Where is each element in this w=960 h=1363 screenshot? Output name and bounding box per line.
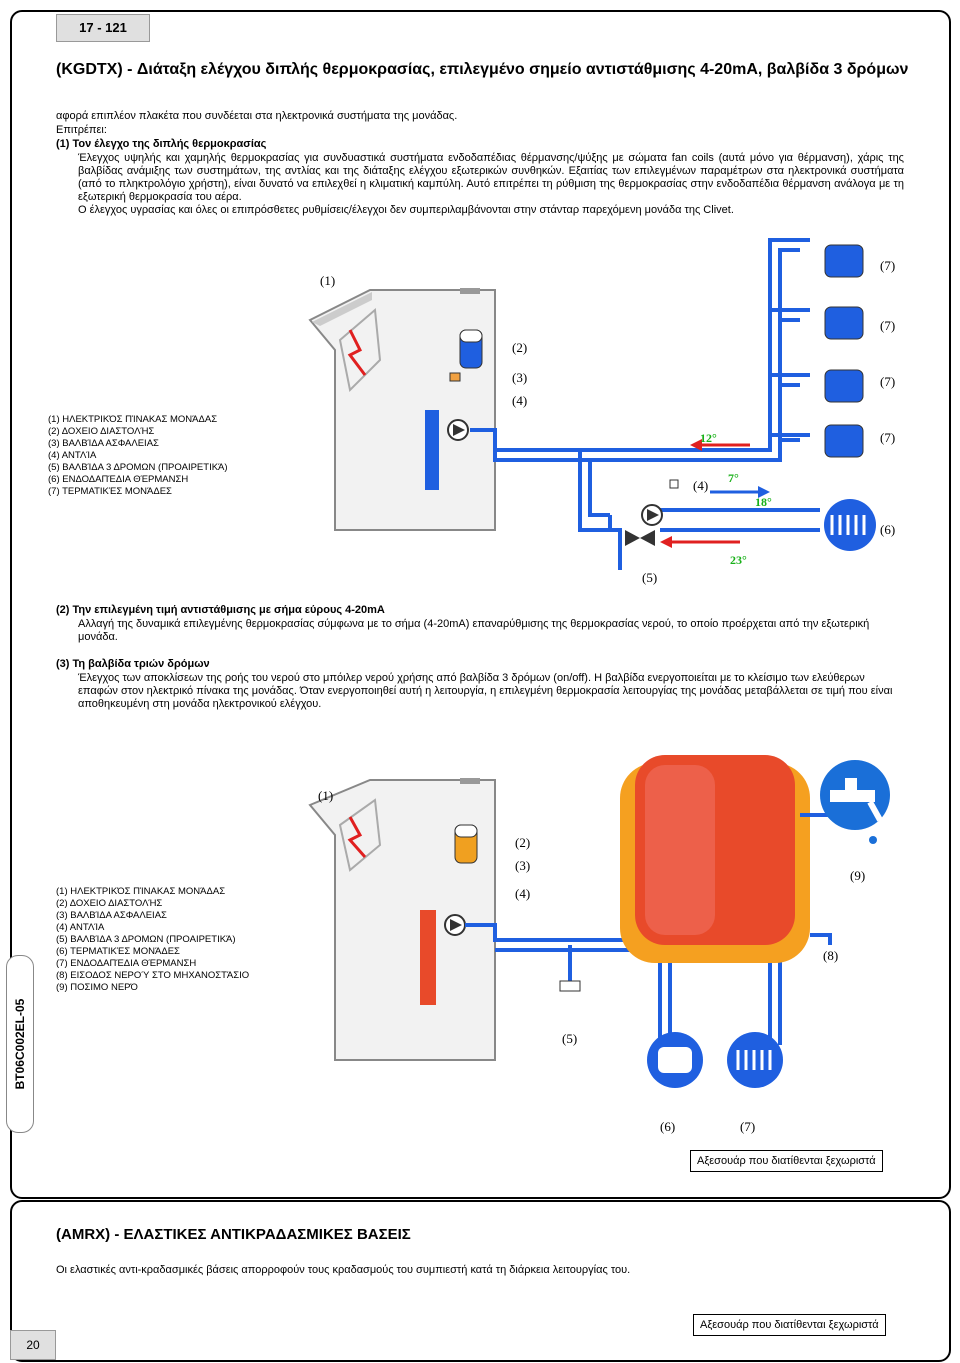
unit-housing [308,288,496,531]
legend-item: (7) ΕΝΔΟΔΑΠΈΔΙΑ ΘΈΡΜΑΝΣΗ [56,958,197,969]
legend-item: (6) ΤΕΡΜΑΤΙΚΈΣ ΜΟΝΆΔΕΣ [56,946,180,957]
subsection-1-title: (1) Τον έλεγχο της διπλής θερμοκρασίας [56,138,267,150]
callout-6: (6) [880,522,895,537]
amrx-frame [10,1200,951,1362]
electrical-panel-icon [338,307,382,393]
callout-4: (4) [693,478,708,493]
section-number: 17 - 121 [56,14,150,42]
expansion-tank-icon [454,824,478,864]
legend-item: (7) ΤΕΡΜΑΤΙΚΈΣ ΜΟΝΆΔΕΣ [48,486,172,497]
callout-3: (3) [515,858,530,873]
diagram2-legend: (1) ΗΛΕΚΤΡΙΚΌΣ ΠΊΝΑΚΑΣ ΜΟΝΆΔΑΣ (2) ΔΟΧΕΙ… [56,886,249,994]
electrical-panel-icon [338,798,382,872]
unit-housing [308,778,496,1061]
page-frame [10,10,951,1199]
subsection-3-text: Έλεγχος των αποκλίσεων της ροής του νερο… [78,672,893,710]
callout-6: (6) [660,1119,675,1134]
inertia-tank-icon [425,410,439,490]
kgdtx-title: (KGDTX) - Διάταξη ελέγχου διπλής θερμοκρ… [56,61,909,78]
callout-2: (2) [515,835,530,850]
legend-item: (5) ΒΑΛΒΊΔΑ 3 ΔΡΟΜΩΝ (ΠΡΟΑΙΡΕΤΙΚΆ) [48,462,228,473]
safety-valve-icon [449,372,461,382]
legend-item: (9) ΠΟΣΙΜΟ ΝΕΡΌ [56,982,138,993]
inertia-tank-icon [420,910,436,1005]
water-pipes [470,238,820,570]
callout-3: (3) [512,370,527,385]
temp-label: 18° [755,495,772,509]
callout-7: (7) [880,374,895,389]
legend-item: (1) ΗΛΕΚΤΡΙΚΌΣ ΠΊΝΑΚΑΣ ΜΟΝΆΔΑΣ [48,414,218,425]
tap-icon [820,760,890,844]
pump-icon [447,419,469,441]
callout-8: (8) [823,948,838,963]
callout-2: (2) [512,340,527,355]
flow-arrows [660,439,770,548]
floor-heating-icon [824,499,876,551]
temp-label: 12° [700,431,717,445]
amrx-text: Οι ελαστικές αντι-κραδασμικές βάσεις απο… [56,1264,631,1276]
legend-item: (8) ΕΙΣΟΔΟΣ ΝΕΡΟΎ ΣΤΟ ΜΗΧΑΝΟΣΤΆΣΙΟ [56,970,250,981]
temp-label: 23° [730,553,747,567]
pump-icon [641,479,679,526]
legend-item: (5) ΒΑΛΒΊΔΑ 3 ΔΡΟΜΩΝ (ΠΡΟΑΙΡΕΤΙΚΆ) [56,934,236,945]
amrx-title: (AMRX) - ΕΛΑΣΤΙΚΕΣ ΑΝΤΙΚΡΑΔΑΣΜΙΚΕΣ ΒΑΣΕΙ… [56,1226,411,1243]
callout-7: (7) [880,318,895,333]
intro-text: αφορά επιπλέον πλακέτα που συνδέεται στα… [56,110,458,122]
temp-label: 7° [728,471,739,485]
legend-item: (3) ΒΑΛΒΊΔΑ ΑΣΦΑΛΕΙΑΣ [56,910,167,921]
legend-item: (4) ΑΝΤΛΊΑ [56,922,105,933]
accessory-note: Αξεσουάρ που διατίθενται ξεχωριστά [693,1314,886,1336]
diagram1-schematic: (1) (2) (3) (4) (4) (5) (6) (7) (7) (7) … [308,238,895,585]
legend-item: (4) ΑΝΤΛΊΑ [48,450,97,461]
three-way-valve-icon [559,980,581,992]
floor-heating-icon [727,1032,783,1088]
boiler-icon [620,755,810,963]
legend-item: (1) ΗΛΕΚΤΡΙΚΌΣ ΠΊΝΑΚΑΣ ΜΟΝΆΔΑΣ [56,886,226,897]
terminal-unit-icon [647,1032,703,1088]
callout-1: (1) [318,788,333,803]
callout-4: (4) [512,393,527,408]
page-number: 20 [10,1330,56,1360]
legend-item: (6) ΕΝΔΟΔΑΠΈΔΙΑ ΘΈΡΜΑΝΣΗ [48,474,189,485]
accessory-note: Αξεσουάρ που διατίθενται ξεχωριστά [690,1150,883,1172]
legend-item: (3) ΒΑΛΒΊΔΑ ΑΣΦΑΛΕΙΑΣ [48,438,159,449]
terminal-unit-icon [824,244,864,458]
callout-7: (7) [740,1119,755,1134]
diagram1-legend: (1) ΗΛΕΚΤΡΙΚΌΣ ΠΊΝΑΚΑΣ ΜΟΝΆΔΑΣ (2) ΔΟΧΕΙ… [48,414,228,498]
callout-9: (9) [850,868,865,883]
boiler-pipes [800,813,832,945]
subsection-2-text: Αλλαγή της δυναμικά επιλεγμένης θερμοκρα… [78,618,870,643]
expansion-tank-icon [459,329,483,369]
subsection-3-title: (3) Τη βαλβίδα τριών δρόμων [56,658,210,670]
legend-item: (2) ΔΟΧΕΙΟ ΔΙΑΣΤΟΛΉΣ [56,898,163,909]
doc-code-tab: BT06C002EL-05 [6,955,34,1133]
legend-item: (2) ΔΟΧΕΙΟ ΔΙΑΣΤΟΛΉΣ [48,426,155,437]
callout-5: (5) [562,1031,577,1046]
callout-1: (1) [320,273,335,288]
pump-icon [444,914,466,936]
intro-allows: Επιτρέπει: [56,124,107,136]
callout-4: (4) [515,886,530,901]
callout-7: (7) [880,430,895,445]
diagram2-schematic: (1) (2) (3) (4) (5) (6) (7) (8) (9) [308,755,890,1134]
doc-code: BT06C002EL-05 [13,998,27,1090]
callout-5: (5) [642,570,657,585]
subsection-1-note: Ο έλεγχος υγρασίας και όλες οι επιπρόσθε… [78,204,734,216]
three-way-valve-icon [625,530,655,546]
callout-7: (7) [880,258,895,273]
subsection-2-title: (2) Την επιλεγμένη τιμή αντιστάθμισης με… [56,604,385,616]
subsection-1-text: Έλεγχος υψηλής και χαμηλής θερμοκρασίας … [78,152,904,203]
